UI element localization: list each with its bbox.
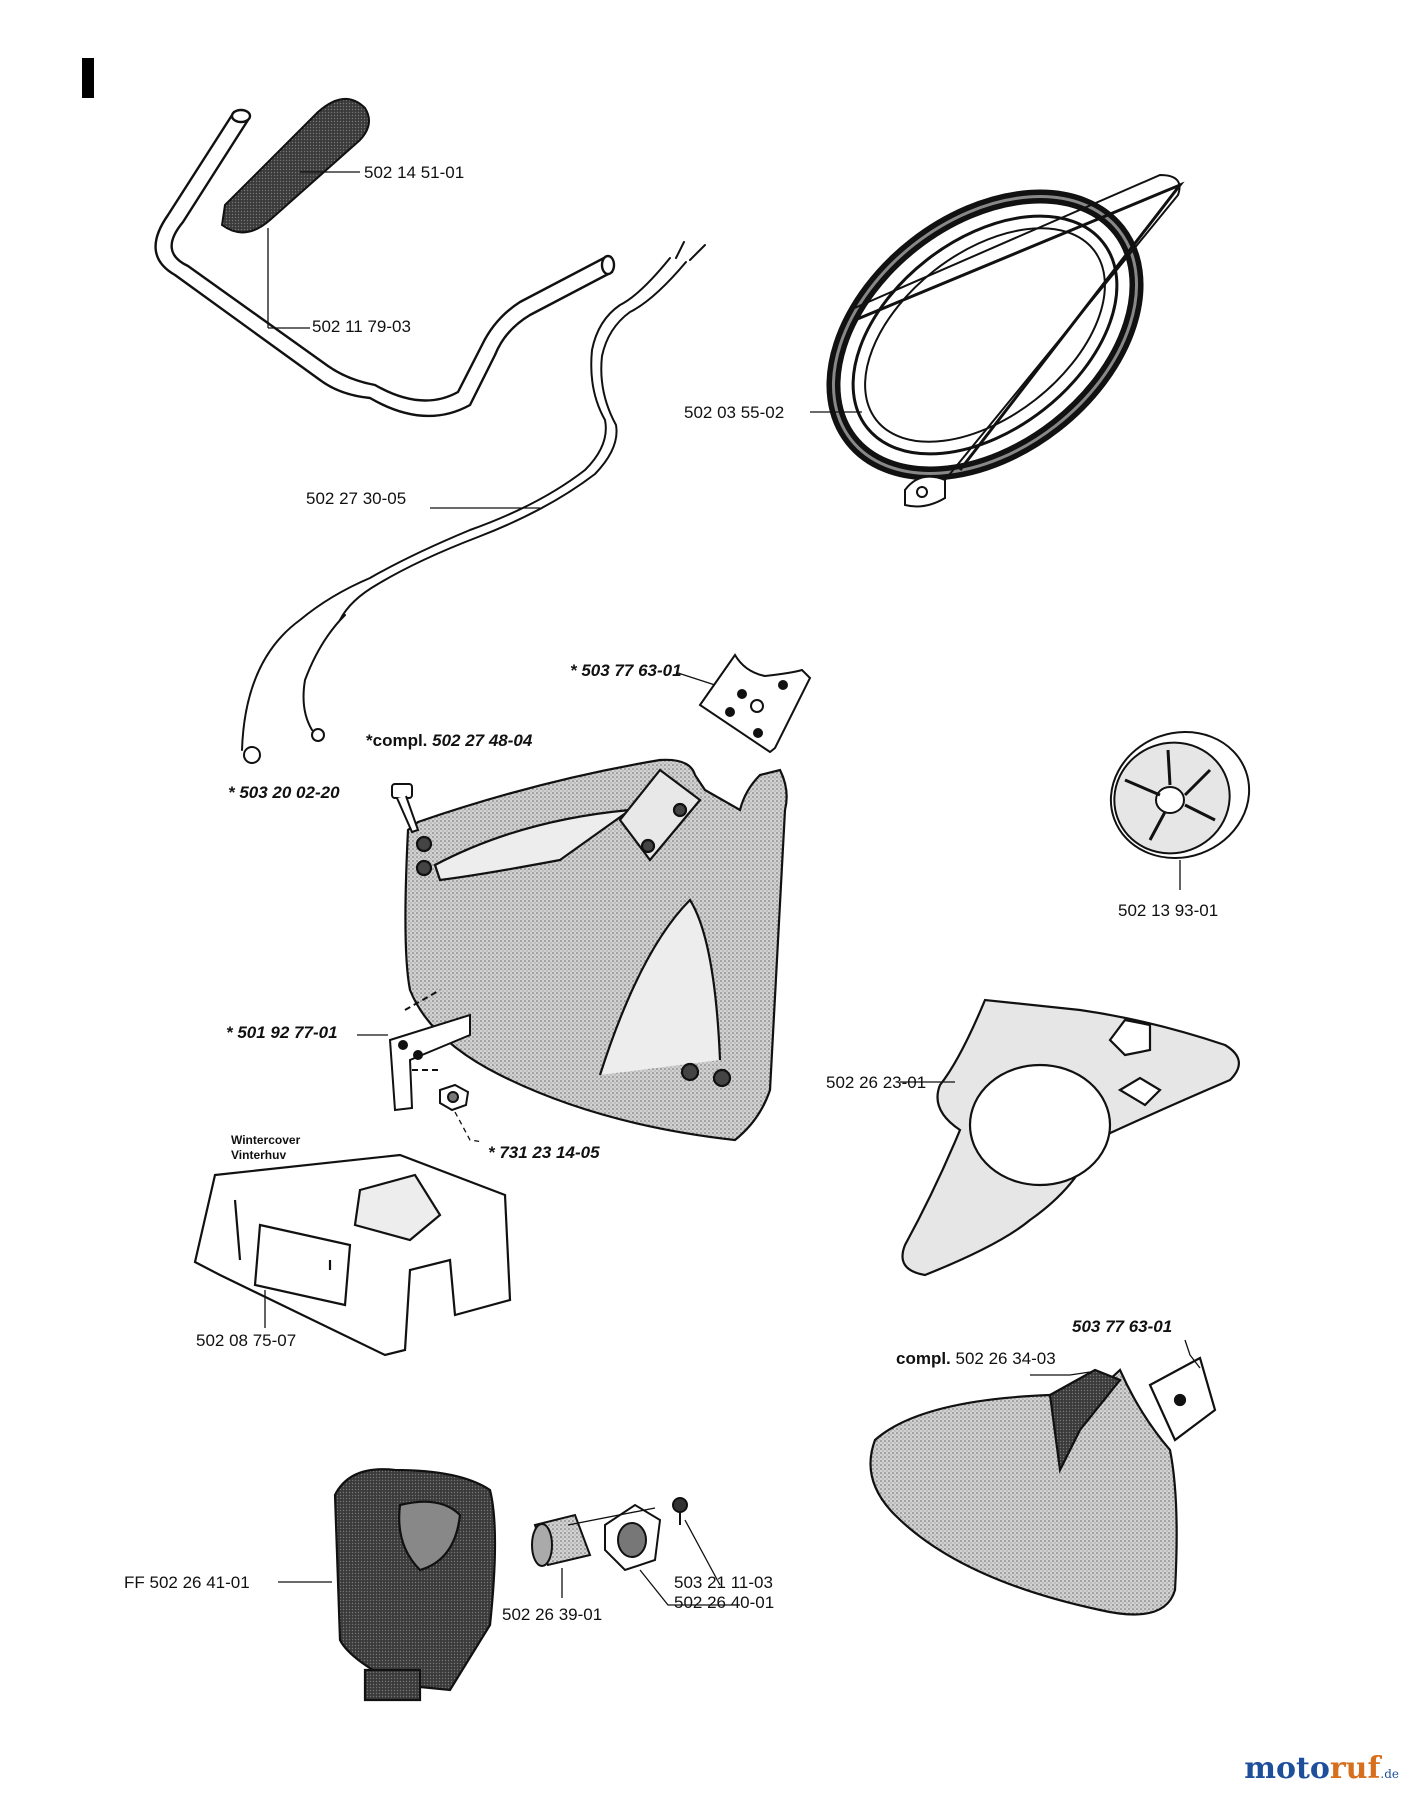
label-bracket-part: * 501 92 77-01 (226, 1023, 338, 1042)
label-grip-part: 502 14 51-01 (364, 163, 465, 182)
label-wintercover-sv: Vinterhuv (231, 1148, 287, 1162)
label-plate-top: * 503 77 63-01 (570, 661, 682, 680)
screw-503-20 (391, 783, 420, 834)
label-handlebar-part: 502 11 79-03 (312, 317, 411, 336)
grip (220, 98, 370, 234)
label-muffler-part: FF 502 26 41-01 (124, 1573, 250, 1592)
trimmer-spool (1109, 731, 1251, 859)
handlebar (154, 108, 616, 418)
label-compl-guard: *compl. 502 27 48-04 (366, 731, 533, 750)
muffler-bushing (531, 1513, 592, 1567)
label-muffler-screw-part: 503 21 11-03 (674, 1573, 773, 1592)
label-spool-part: 502 13 93-01 (1118, 901, 1219, 920)
mounting-plate-top (698, 653, 812, 754)
section-mark-bar (82, 58, 94, 98)
label-wintercover-en: Wintercover (231, 1133, 301, 1147)
muffler-gasket (604, 1503, 662, 1572)
label-wintercover-part: 502 08 75-07 (196, 1331, 297, 1350)
three-arm-guard (901, 998, 1240, 1277)
nut-731-23 (439, 1083, 470, 1112)
bracket-501-92 (388, 989, 471, 1112)
recoil-spring (826, 173, 1185, 508)
blade-guard (404, 758, 788, 1142)
label-compl-skid: compl. 502 26 34-03 (896, 1349, 1056, 1368)
label-bushing-part: 502 26 39-01 (502, 1605, 603, 1624)
label-gasket-part: 502 26 40-01 (674, 1593, 775, 1612)
wintercover (193, 1153, 512, 1357)
label-spring-part: 502 03 55-02 (684, 403, 785, 422)
label-nut-part: * 731 23 14-05 (488, 1143, 600, 1162)
muffler-screw (672, 1497, 688, 1525)
label-wire-part: 502 27 30-05 (306, 489, 407, 508)
motoruf-logo: motoruf.de (1244, 1751, 1399, 1786)
label-three-arm-guard: 502 26 23-01 (826, 1073, 927, 1092)
skid-guard (869, 1356, 1217, 1616)
label-plate-bottom: 503 77 63-01 (1072, 1317, 1173, 1336)
muffler (333, 1468, 497, 1702)
wire-harness (241, 241, 706, 764)
label-screw-part: * 503 20 02-20 (228, 783, 340, 802)
